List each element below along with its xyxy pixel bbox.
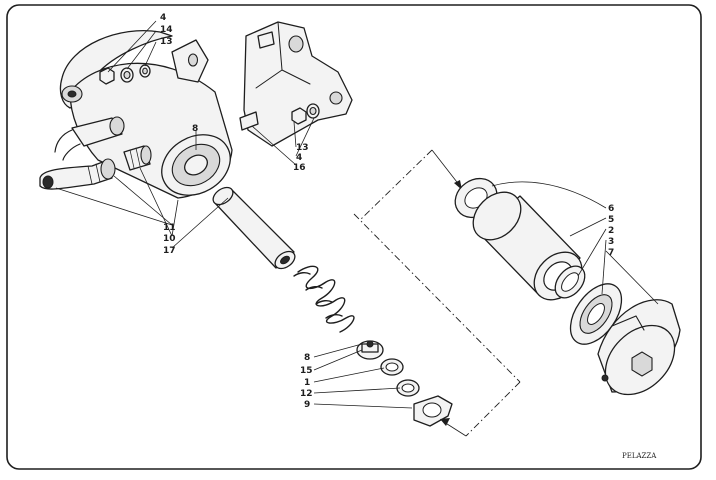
right-exploded-parts bbox=[454, 177, 681, 396]
artist-credit: PELAZZA bbox=[622, 452, 657, 460]
callout-13: 13 bbox=[296, 143, 309, 153]
callout-4: 4 bbox=[296, 153, 302, 163]
pump-housing bbox=[39, 30, 233, 199]
callout-8: 8 bbox=[192, 124, 198, 134]
callout-3: 3 bbox=[608, 237, 614, 247]
callout-15: 15 bbox=[300, 366, 313, 376]
valve-parts bbox=[356, 340, 453, 427]
callout-4: 4 bbox=[160, 13, 166, 23]
callout-2: 2 bbox=[608, 226, 614, 236]
callout-13: 13 bbox=[160, 37, 173, 47]
callout-6: 6 bbox=[608, 204, 614, 214]
callout-14: 14 bbox=[160, 25, 173, 35]
mounting-bracket bbox=[239, 21, 353, 147]
callout-16: 16 bbox=[293, 163, 306, 173]
diagram-frame bbox=[6, 4, 702, 470]
coil-spring bbox=[293, 265, 355, 333]
piston-tube bbox=[212, 186, 296, 270]
callout-9: 9 bbox=[304, 400, 310, 410]
leader-lines bbox=[55, 20, 659, 409]
callout-5: 5 bbox=[608, 215, 614, 225]
callout-8: 8 bbox=[304, 353, 310, 363]
callout-11: 11 bbox=[163, 223, 176, 233]
callout-10: 10 bbox=[163, 234, 176, 244]
callout-labels: 4 14 13 8 13 4 16 11 10 17 6 5 2 3 7 8 1… bbox=[160, 13, 614, 410]
callout-1: 1 bbox=[304, 378, 310, 388]
callout-12: 12 bbox=[300, 389, 313, 399]
callout-7: 7 bbox=[608, 248, 614, 258]
assembly-axis bbox=[353, 149, 521, 437]
callout-17: 17 bbox=[163, 246, 176, 256]
